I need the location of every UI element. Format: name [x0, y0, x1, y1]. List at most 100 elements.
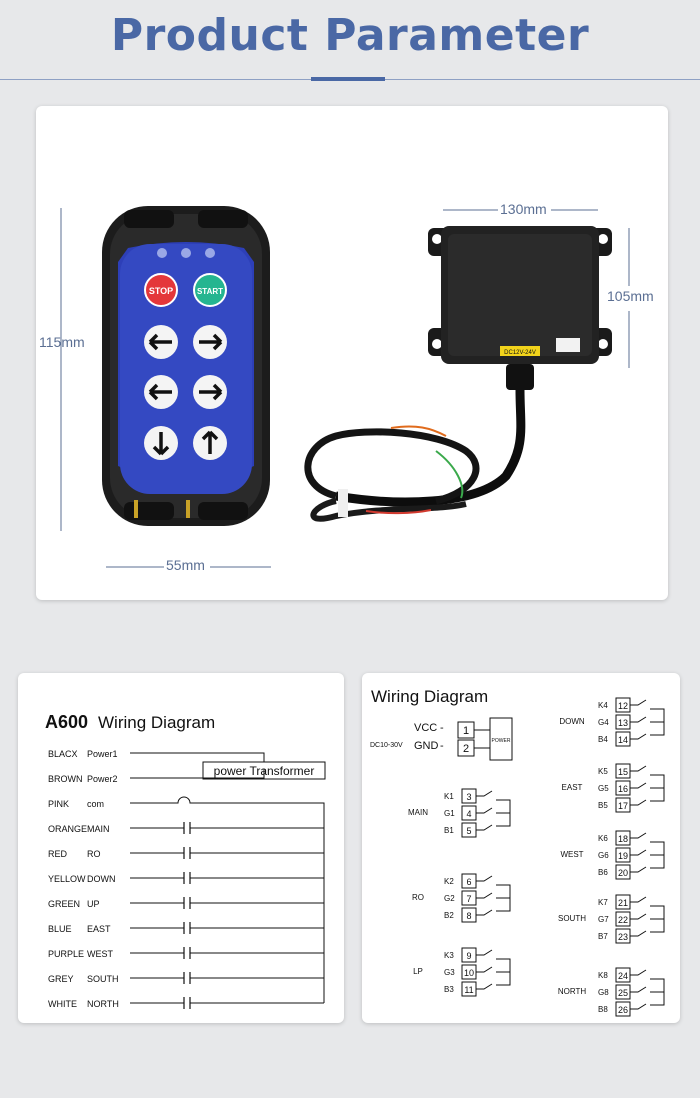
terminal-number: 7 [466, 894, 471, 904]
wire-function-label: Power1 [87, 749, 118, 759]
page-title: Product Parameter [110, 10, 590, 61]
pin-label: B4 [598, 735, 608, 744]
terminal-number: 13 [618, 718, 628, 728]
switch-contact [630, 866, 647, 873]
pin-label: B2 [444, 911, 454, 920]
up-arrow-icon [201, 430, 219, 454]
power2-wire [130, 769, 265, 779]
wire-function-label: UP [87, 899, 100, 909]
terminal-number: 20 [618, 868, 628, 878]
wire-function-label: NORTH [87, 999, 119, 1009]
remote-control: STOP START [102, 206, 270, 526]
switch-contact [476, 983, 493, 990]
wire-function-label: MAIN [87, 824, 110, 834]
supply-label: DC10-30V [370, 742, 403, 749]
terminal-number: 22 [618, 915, 628, 925]
wire-function-label: WEST [87, 949, 114, 959]
terminal-number: 18 [618, 834, 628, 844]
switch-contact [630, 1003, 647, 1010]
switch-contact [476, 949, 493, 956]
stop-button-label: STOP [149, 286, 173, 296]
terminal-number: 5 [466, 826, 471, 836]
terminal-number: 3 [466, 792, 471, 802]
wiring-card-left: A600 Wiring Diagram power Transformer BL… [18, 673, 344, 1023]
switch-contact [630, 699, 647, 706]
terminal-number: 23 [618, 932, 628, 942]
product-illustration: STOP START DC12V-2 [60, 206, 630, 568]
switch-contact [476, 909, 493, 916]
gnd-dash: - [440, 740, 444, 752]
terminal-number: 11 [464, 985, 473, 995]
terminal-number: 2 [463, 743, 469, 755]
terminal-number: 12 [618, 701, 628, 711]
product-card: STOP START DC12V-2 [36, 106, 668, 600]
pin-label: K3 [444, 951, 454, 960]
wire-function-label: Power2 [87, 774, 118, 784]
wire-color-label: PURPLE [48, 949, 84, 959]
wire-color-label: RED [48, 849, 68, 859]
wire-color-label: BLUE [48, 924, 72, 934]
remote-height-dimension: 115mm [39, 334, 85, 350]
left-arrow-icon [148, 333, 172, 351]
group-name: NORTH [558, 987, 587, 996]
power-box-label: POWER [492, 738, 511, 744]
wiring-title-left: Wiring Diagram [98, 713, 215, 732]
left-arrow-icon [148, 383, 172, 401]
power-box [489, 717, 513, 761]
wiring-model: A600 [45, 712, 88, 732]
pin-label: G6 [598, 851, 609, 860]
pin-label: G1 [444, 809, 455, 818]
switch-contact [630, 930, 647, 937]
terminal-number: 21 [618, 898, 628, 908]
terminal-number: 4 [466, 809, 471, 819]
pin-label: G8 [598, 988, 609, 997]
terminal-number: 19 [618, 851, 628, 861]
group-name: EAST [562, 783, 583, 792]
wiring-diagram-left: A600 Wiring Diagram power Transformer BL… [45, 712, 326, 1009]
pin-label: K1 [444, 792, 454, 801]
switch-contact [476, 966, 493, 973]
wiring-card-right: Wiring Diagram VCC - GND - DC10-30V POWE… [362, 673, 680, 1023]
com-wire [130, 796, 325, 1003]
switch-contact [630, 849, 647, 856]
wire-color-label: GREY [48, 974, 74, 984]
receiver-box: DC12V-24V [304, 226, 612, 522]
wire-function-label: EAST [87, 924, 111, 934]
terminal-number: 26 [618, 1005, 628, 1015]
pin-label: K4 [598, 701, 608, 710]
pin-label: G3 [444, 968, 455, 977]
pin-label: K2 [444, 877, 454, 886]
switch-contact [630, 969, 647, 976]
pin-label: G4 [598, 718, 609, 727]
pin-label: K8 [598, 971, 608, 980]
remote-width-dimension: 55mm [166, 557, 205, 573]
wire-function-label: RO [87, 849, 101, 859]
pin-label: B6 [598, 868, 608, 877]
switch-contact [476, 790, 493, 797]
terminal-number: 8 [466, 911, 471, 921]
right-arrow-icon [199, 333, 223, 351]
switch-contact [476, 875, 493, 882]
switch-contact [630, 913, 647, 920]
wire-color-label: WHITE [48, 999, 77, 1009]
wire-color-label: ORANGE [48, 824, 87, 834]
pin-label: B1 [444, 826, 454, 835]
right-arrow-icon [199, 383, 223, 401]
switch-contact [630, 782, 647, 789]
switch-contact [630, 896, 647, 903]
pin-label: K6 [598, 834, 608, 843]
vcc-dash: - [440, 722, 444, 734]
switch-contact [630, 832, 647, 839]
group-name: RO [412, 893, 424, 902]
header-accent-bar [311, 77, 385, 81]
start-button-label: START [197, 287, 223, 296]
wire-color-label: BLACX [48, 749, 78, 759]
terminal-number: 14 [618, 735, 628, 745]
group-name: LP [413, 967, 423, 976]
receiver-voltage-label: DC12V-24V [504, 350, 536, 356]
terminal-number: 6 [466, 877, 471, 887]
gnd-label: GND [414, 740, 439, 752]
wire-color-label: YELLOW [48, 874, 86, 884]
wire-function-label: com [87, 799, 104, 809]
wire-function-label: DOWN [87, 874, 116, 884]
